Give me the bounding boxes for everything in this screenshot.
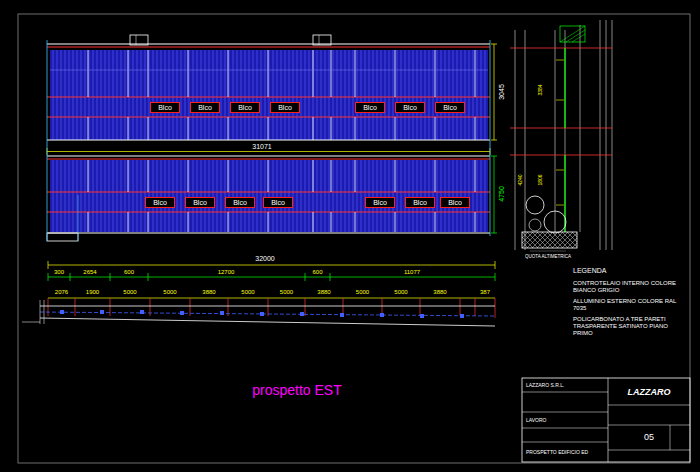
legend-text: ALLUMINIO ESTERNO COLORE RAL 7035 — [573, 298, 683, 312]
window-label-box: Blco — [435, 102, 465, 113]
drawing-title: prospetto EST — [252, 383, 342, 397]
legend-heading: LEGENDA — [573, 267, 606, 274]
window-label: Blco — [448, 199, 462, 206]
dimension-label: 3045 — [498, 84, 505, 100]
window-label-box: Blco — [395, 102, 425, 113]
window-label-box: Blco — [440, 197, 470, 208]
dimension-label: 3384 — [538, 84, 543, 95]
window-label-box: Blco — [185, 197, 215, 208]
window-label: Blco — [443, 104, 457, 111]
window-label-box: Blco — [225, 197, 255, 208]
sheet-number: 05 — [644, 433, 654, 442]
dimension-label: 600 — [312, 269, 322, 275]
window-label: Blco — [193, 199, 207, 206]
dimension-label: 32000 — [255, 255, 274, 262]
dimension-label: 31071 — [252, 143, 271, 150]
window-label: Blco — [153, 199, 167, 206]
dimension-label: 11077 — [404, 269, 420, 275]
dimension-label: 5000 — [280, 289, 293, 295]
window-label-box: Blco — [355, 102, 385, 113]
window-label: Blco — [363, 104, 377, 111]
dimension-label: 5000 — [163, 289, 176, 295]
dimension-label: 4240 — [518, 174, 523, 185]
window-label: Blco — [403, 104, 417, 111]
title-block-text: PROSPETTO EDIFICIO ED — [526, 450, 588, 455]
dimension-label: 12700 — [218, 269, 235, 275]
company-logo: LAZZARO — [628, 388, 671, 397]
dimension-label: 3880 — [433, 289, 446, 295]
dimension-label: 4750 — [498, 186, 505, 202]
window-label: Blco — [413, 199, 427, 206]
window-label-box: Blco — [263, 197, 293, 208]
window-label-box: Blco — [190, 102, 220, 113]
window-label-box: Blco — [230, 102, 260, 113]
window-label: Blco — [238, 104, 252, 111]
dimension-label: 2076 — [55, 289, 68, 295]
dimension-label: 1806 — [538, 174, 543, 185]
dimension-label: 5000 — [241, 289, 254, 295]
title-block-text: LAVORO — [526, 418, 546, 423]
dimension-label: 1900 — [86, 289, 99, 295]
title-block-text: LAZZARO S.R.L. — [526, 383, 564, 388]
window-label-box: Blco — [150, 102, 180, 113]
legend-text: CONTROTELAIO INTERNO COLORE BIANCO GRIGI… — [573, 280, 683, 294]
legend-text: POLICARBONATO A TRE PARETI TRASPARENTE S… — [573, 316, 683, 337]
dimension-label: 5000 — [356, 289, 369, 295]
window-label: Blco — [373, 199, 387, 206]
window-label: Blco — [233, 199, 247, 206]
window-label-box: Blco — [145, 197, 175, 208]
window-label-box: Blco — [405, 197, 435, 208]
dimension-label: 3880 — [202, 289, 215, 295]
dimension-label: 5000 — [394, 289, 407, 295]
window-label-box: Blco — [365, 197, 395, 208]
dimension-label: 300 — [54, 269, 64, 275]
window-label: Blco — [198, 104, 212, 111]
window-label-box: Blco — [270, 102, 300, 113]
dimension-label: 600 — [124, 269, 134, 275]
dimension-label: 2654 — [83, 269, 96, 275]
window-label: Blco — [271, 199, 285, 206]
window-label: Blco — [278, 104, 292, 111]
section-note: QUOTA ALTIMETRICA — [525, 255, 571, 260]
dimension-label: 387 — [480, 289, 490, 295]
dimension-label: 3880 — [317, 289, 330, 295]
window-label: Blco — [158, 104, 172, 111]
dimension-label: 5000 — [123, 289, 136, 295]
